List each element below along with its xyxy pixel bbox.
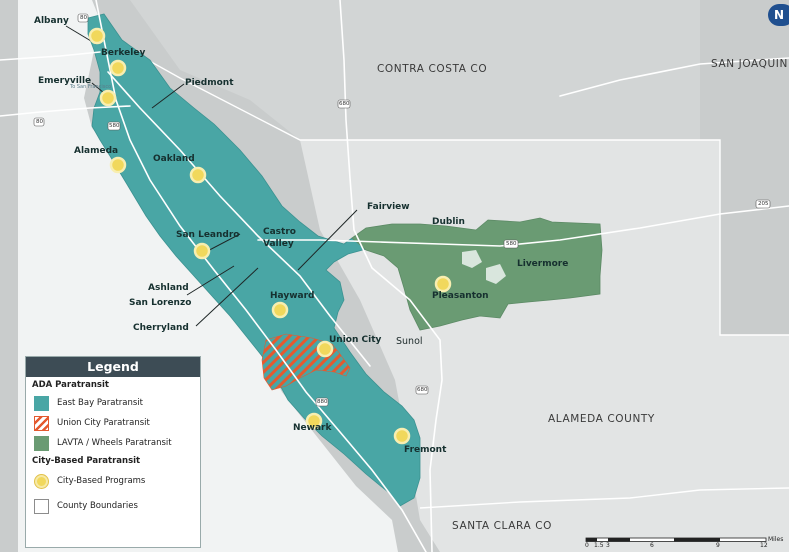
legend-label-county-boundaries: County Boundaries — [57, 501, 138, 511]
scale-tick-5: 12 — [760, 542, 768, 549]
legend-item-union-city: Union City Paratransit — [26, 413, 200, 433]
city-marker-oakland[interactable] — [189, 166, 207, 184]
city-marker-san-leandro[interactable] — [193, 242, 211, 260]
map-legend: Legend ADA Paratransit East Bay Paratran… — [25, 356, 201, 548]
county-boundary-swatch — [34, 498, 49, 514]
shield-i580-east: 580 — [506, 241, 517, 247]
shield-i80-left: 80 — [36, 119, 43, 125]
place-label-alameda: Alameda — [74, 146, 119, 156]
shield-i880: 880 — [317, 399, 328, 405]
scale-tick-0: 0 — [585, 542, 589, 549]
place-label-piedmont: Piedmont — [185, 78, 234, 88]
legend-label-lavta: LAVTA / Wheels Paratransit — [57, 438, 172, 448]
place-label-cherryland: Cherryland — [133, 323, 189, 333]
place-label-ashland: Ashland — [148, 283, 189, 293]
city-marker-union-city[interactable] — [316, 340, 334, 358]
city-marker-berkeley[interactable] — [109, 59, 127, 77]
lake-2 — [486, 264, 506, 284]
city-markers — [88, 27, 452, 445]
place-label-union-city: Union City — [329, 335, 382, 345]
place-label-newark: Newark — [293, 423, 332, 433]
contra-costa-land — [130, 0, 700, 140]
legend-title: Legend — [26, 357, 200, 377]
place-label-oakland: Oakland — [153, 154, 195, 164]
place-label-castro-valley-2: Valley — [263, 239, 294, 249]
lake-1 — [462, 250, 482, 268]
city-marker-fremont[interactable] — [393, 427, 411, 445]
place-label-berkeley: Berkeley — [101, 48, 146, 58]
county-label-santa-clara: SANTA CLARA CO — [452, 520, 553, 532]
county-label-contra-costa: CONTRA COSTA CO — [377, 63, 488, 75]
city-marker-emeryville[interactable] — [99, 89, 117, 107]
shield-i680-south: 680 — [417, 387, 428, 393]
place-label-livermore: Livermore — [517, 259, 569, 269]
scale-tick-2: 3 — [606, 542, 610, 549]
legend-item-east-bay: East Bay Paratransit — [26, 393, 200, 413]
legend-label-east-bay: East Bay Paratransit — [57, 398, 144, 408]
highway-shields — [33, 13, 771, 407]
east-bay-paratransit-area — [87, 13, 421, 507]
union-city-swatch — [34, 415, 49, 431]
city-marker-albany[interactable] — [88, 27, 106, 45]
place-label-albany: Albany — [34, 16, 69, 26]
county-boundary-south — [419, 487, 789, 509]
county-label-alameda: ALAMEDA COUNTY — [548, 413, 655, 425]
county-label-san-joaquin: SAN JOAQUIN — [711, 58, 788, 70]
county-boundary-north — [111, 39, 789, 336]
city-marker-newark[interactable] — [305, 412, 323, 430]
city-marker-hayward[interactable] — [271, 301, 289, 319]
city-marker-alameda[interactable] — [109, 156, 127, 174]
place-label-fairview: Fairview — [367, 202, 410, 212]
legend-section-city: City-Based Paratransit — [32, 456, 141, 466]
place-label-emeryville: Emeryville — [38, 76, 92, 86]
scale-tick-3: 6 — [650, 542, 654, 549]
place-label-sunol: Sunol — [396, 336, 423, 347]
legend-label-union-city: Union City Paratransit — [57, 418, 150, 428]
place-label-san-leandro: San Leandro — [176, 230, 240, 240]
lavta-swatch — [34, 435, 49, 451]
north-arrow-badge: N — [768, 4, 789, 26]
legend-section-ada: ADA Paratransit — [32, 380, 109, 390]
legend-label-city-programs: City-Based Programs — [57, 476, 146, 486]
scale-tick-4: 9 — [716, 542, 720, 549]
east-bay-swatch — [34, 395, 49, 411]
lavta-paratransit-area — [351, 217, 603, 331]
place-label-castro-valley-1: Castro — [263, 227, 296, 237]
legend-item-city-programs: City-Based Programs — [26, 469, 200, 493]
shield-i80-top: 80 — [80, 15, 87, 21]
scale-unit: Miles — [768, 536, 784, 543]
scale-bar-graphic — [585, 537, 767, 542]
place-label-san-lorenzo: San Lorenzo — [129, 298, 192, 308]
legend-item-lavta: LAVTA / Wheels Paratransit — [26, 433, 200, 453]
place-label-dublin: Dublin — [432, 217, 465, 227]
legend-item-county-boundaries: County Boundaries — [26, 493, 200, 519]
city-program-marker-icon — [35, 474, 48, 488]
to-san-francisco-label: To San Francisco — [70, 84, 112, 90]
scale-bar: 0 1.5 3 6 9 12 Miles — [584, 536, 784, 552]
place-label-fremont: Fremont — [404, 445, 447, 455]
city-marker-pleasanton[interactable] — [434, 275, 452, 293]
scale-tick-1: 1.5 — [594, 542, 604, 549]
place-label-pleasanton: Pleasanton — [432, 291, 489, 301]
shield-i580-left: 580 — [109, 123, 120, 129]
place-label-hayward: Hayward — [270, 291, 315, 301]
shield-i205: 205 — [758, 201, 769, 207]
shield-i680-north: 680 — [339, 101, 350, 107]
